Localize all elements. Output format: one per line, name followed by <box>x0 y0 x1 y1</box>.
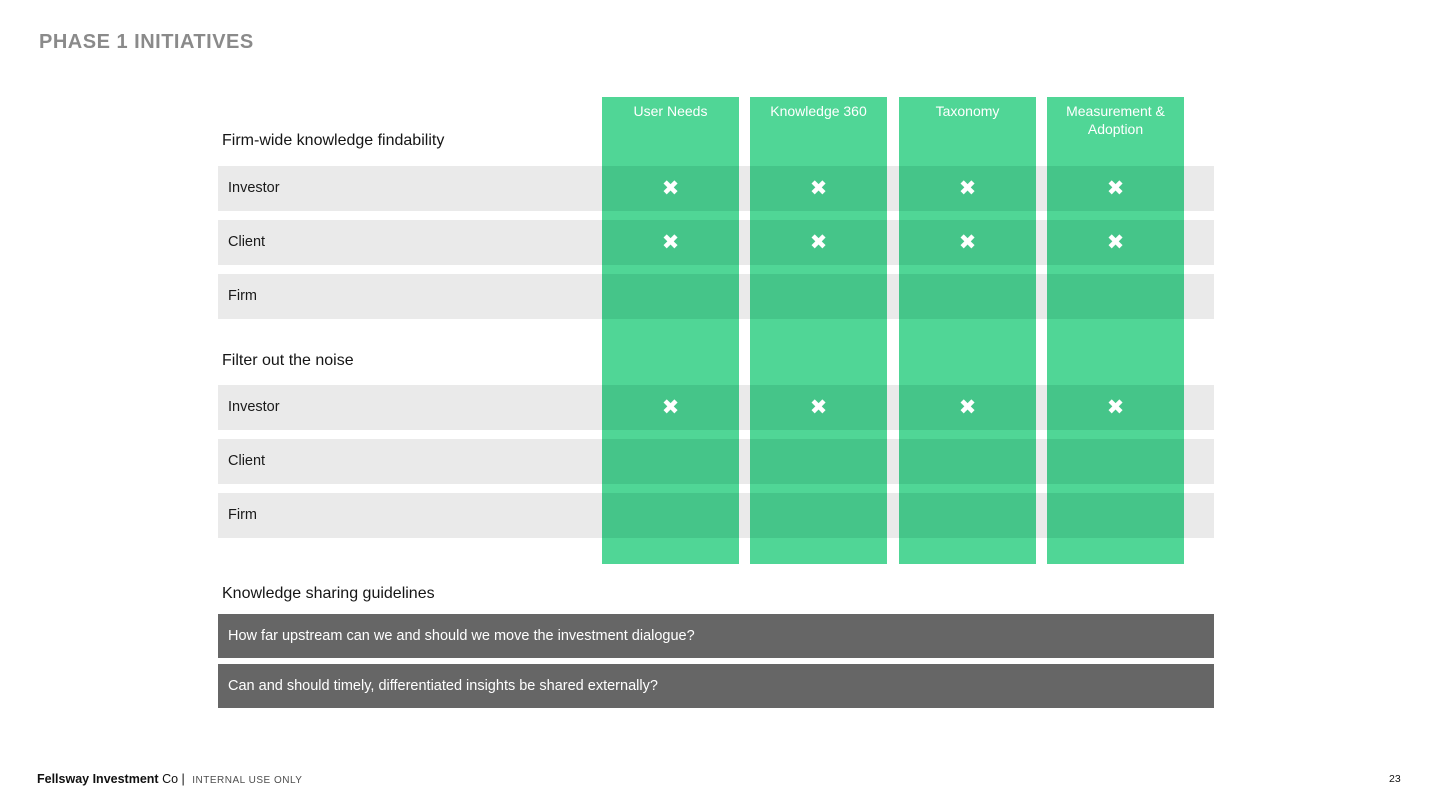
matrix-cell: ✖ <box>602 385 739 430</box>
matrix-cell: ✖ <box>899 385 1036 430</box>
column-header: Taxonomy <box>935 103 1000 119</box>
footer-company-name: Fellsway Investment <box>37 772 159 786</box>
matrix-cell <box>1047 274 1184 319</box>
matrix-cell: ✖ <box>602 220 739 265</box>
matrix-cell <box>899 274 1036 319</box>
page-number: 23 <box>1389 773 1401 785</box>
footer: Fellsway Investment Co | INTERNAL USE ON… <box>37 772 302 786</box>
matrix-cell: ✖ <box>899 220 1036 265</box>
section-heading-noise: Filter out the noise <box>222 352 354 369</box>
matrix-cell: ✖ <box>899 166 1036 211</box>
footer-classification: INTERNAL USE ONLY <box>192 775 303 786</box>
section-heading-findability: Firm-wide knowledge findability <box>222 132 445 149</box>
matrix-cell <box>602 493 739 538</box>
guideline-bar: How far upstream can we and should we mo… <box>218 614 1214 658</box>
column-header: Measurement & Adoption <box>1066 103 1165 137</box>
matrix-cell <box>750 493 887 538</box>
column-header: User Needs <box>633 103 708 119</box>
footer-company-suffix: Co | <box>162 772 185 786</box>
matrix-cell <box>1047 439 1184 484</box>
matrix-cell: ✖ <box>1047 385 1184 430</box>
matrix-cell: ✖ <box>750 385 887 430</box>
matrix-cell: ✖ <box>750 220 887 265</box>
matrix-cell <box>1047 493 1184 538</box>
guideline-bar: Can and should timely, differentiated in… <box>218 664 1214 708</box>
matrix-cell: ✖ <box>1047 220 1184 265</box>
page-title: PHASE 1 INITIATIVES <box>39 31 254 53</box>
matrix-cell <box>899 439 1036 484</box>
section-heading-guidelines: Knowledge sharing guidelines <box>222 585 435 602</box>
column-header: Knowledge 360 <box>770 103 867 119</box>
matrix-cell <box>750 439 887 484</box>
matrix-cell <box>602 274 739 319</box>
matrix-cell: ✖ <box>602 166 739 211</box>
matrix-cell <box>750 274 887 319</box>
matrix-cell <box>602 439 739 484</box>
matrix-cell: ✖ <box>750 166 887 211</box>
matrix-cell: ✖ <box>1047 166 1184 211</box>
matrix-cell <box>899 493 1036 538</box>
